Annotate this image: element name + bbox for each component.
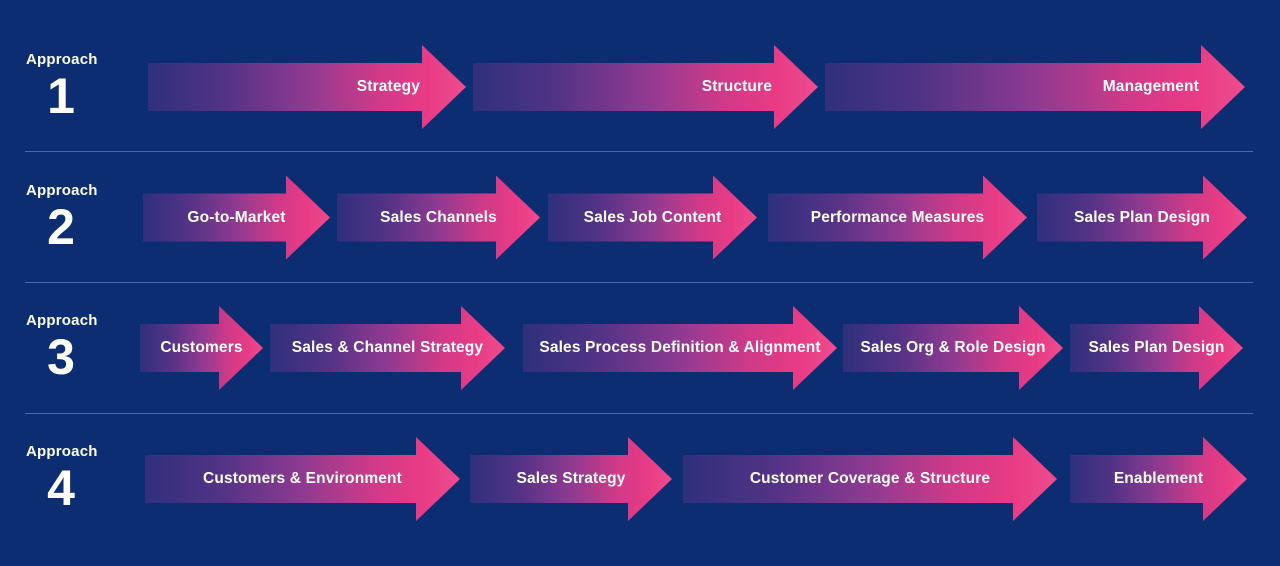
approach-word: Approach bbox=[26, 51, 98, 68]
arrow-label: Sales Plan Design bbox=[1073, 208, 1211, 226]
approach-number: 1 bbox=[47, 68, 75, 124]
arrow-sales-plan-design: Sales Plan Design bbox=[1070, 306, 1243, 390]
arrow-label: Go-to-Market bbox=[187, 208, 286, 226]
arrow-sales-channel-strategy: Sales & Channel Strategy bbox=[270, 306, 505, 390]
row-divider bbox=[25, 413, 1253, 414]
arrow-label: Sales Org & Role Design bbox=[860, 339, 1046, 356]
arrow-sales-plan-design: Sales Plan Design bbox=[1037, 175, 1247, 260]
arrow-management: Management bbox=[825, 45, 1245, 129]
row-divider bbox=[25, 282, 1253, 283]
arrow-customer-coverage-structure: Customer Coverage & Structure bbox=[683, 437, 1057, 521]
arrow-label: Sales Strategy bbox=[516, 470, 626, 487]
arrow-sales-channels: Sales Channels bbox=[337, 175, 540, 260]
row-divider bbox=[25, 151, 1253, 152]
arrow-label: Sales & Channel Strategy bbox=[291, 339, 484, 356]
arrow-sales-org-role-design: Sales Org & Role Design bbox=[843, 306, 1063, 390]
approach-word: Approach bbox=[26, 443, 98, 460]
arrow-label: Structure bbox=[701, 78, 772, 95]
arrow-label: Sales Process Definition & Alignment bbox=[539, 339, 821, 356]
arrow-label: Customers & Environment bbox=[203, 470, 402, 487]
arrow-label: Strategy bbox=[356, 78, 420, 95]
arrow-label: Management bbox=[1102, 78, 1199, 95]
arrow-label: Sales Plan Design bbox=[1088, 339, 1225, 356]
arrow-label: Customers bbox=[160, 339, 243, 356]
arrow-sales-process-definition-alignment: Sales Process Definition & Alignment bbox=[523, 306, 837, 390]
approach-number: 3 bbox=[47, 329, 75, 385]
approach-number: 2 bbox=[47, 198, 75, 255]
approach-word: Approach bbox=[26, 312, 98, 329]
arrow-label: Customer Coverage & Structure bbox=[749, 470, 991, 487]
arrow-structure: Structure bbox=[473, 45, 818, 129]
arrow-sales-strategy: Sales Strategy bbox=[470, 437, 672, 521]
approach-number: 4 bbox=[47, 460, 75, 516]
arrow-label: Enablement bbox=[1113, 470, 1204, 487]
approach-word: Approach bbox=[26, 181, 98, 199]
arrow-enablement: Enablement bbox=[1070, 437, 1247, 521]
arrow-label: Sales Channels bbox=[380, 208, 497, 226]
arrow-customers-environment: Customers & Environment bbox=[145, 437, 460, 521]
arrow-go-to-market: Go-to-Market bbox=[143, 175, 330, 260]
arrow-sales-job-content: Sales Job Content bbox=[548, 175, 757, 260]
arrow-label: Sales Job Content bbox=[583, 208, 722, 226]
arrow-strategy: Strategy bbox=[148, 45, 466, 129]
arrow-customers: Customers bbox=[140, 306, 263, 390]
arrow-performance-measures: Performance Measures bbox=[768, 175, 1027, 260]
arrow-label: Performance Measures bbox=[810, 208, 985, 226]
